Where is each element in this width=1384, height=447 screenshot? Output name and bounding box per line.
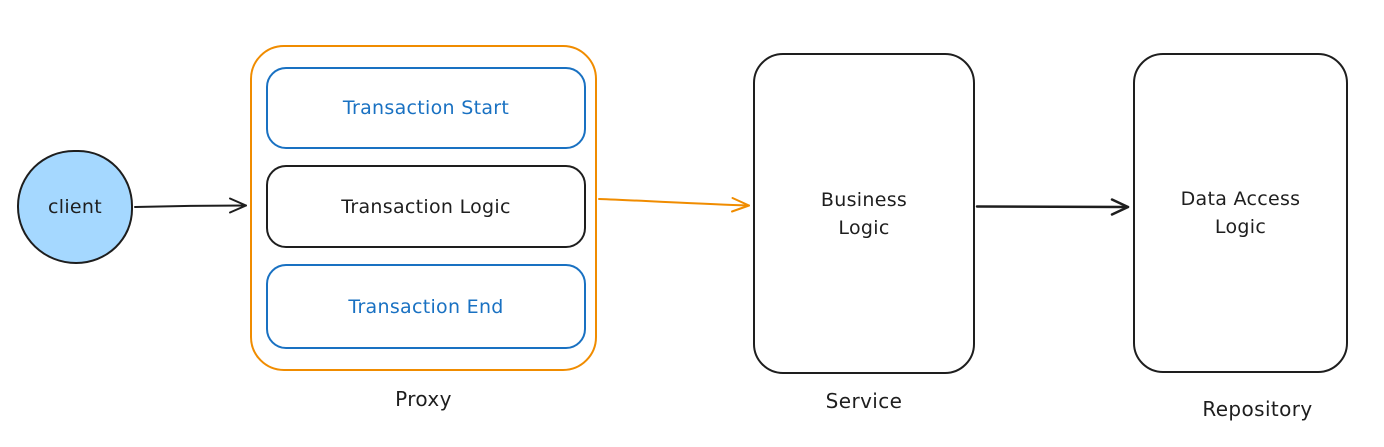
transaction-logic-box[interactable]: Transaction Logic — [266, 165, 586, 248]
repository-caption[interactable]: Repository — [1202, 397, 1313, 421]
service-label-line2: Logic — [838, 216, 890, 239]
service-caption[interactable]: Service — [825, 389, 903, 413]
transaction-end-box[interactable]: Transaction End — [266, 264, 586, 349]
transaction-end-label: Transaction End — [348, 295, 504, 318]
service-label-line1: Business — [820, 188, 908, 211]
repository-label-line2: Logic — [1214, 216, 1267, 238]
service-node[interactable]: Business Logic — [753, 53, 975, 374]
proxy-caption[interactable]: Proxy — [395, 387, 452, 411]
transaction-start-label: Transaction Start — [342, 97, 510, 119]
arrow-service-to-repository[interactable] — [975, 198, 1130, 216]
repository-node[interactable]: Data Access Logic — [1133, 53, 1348, 373]
repository-label-line1: Data Access — [1180, 188, 1301, 210]
arrow-proxy-to-service[interactable] — [598, 197, 750, 213]
transaction-logic-label: Transaction Logic — [341, 195, 511, 218]
client-node[interactable]: client — [17, 150, 133, 264]
transaction-start-box[interactable]: Transaction Start — [266, 67, 586, 149]
client-label: client — [48, 196, 102, 218]
arrow-client-to-proxy[interactable] — [134, 197, 247, 214]
proxy-container[interactable]: Transaction Start Transaction Logic Tran… — [250, 45, 597, 371]
